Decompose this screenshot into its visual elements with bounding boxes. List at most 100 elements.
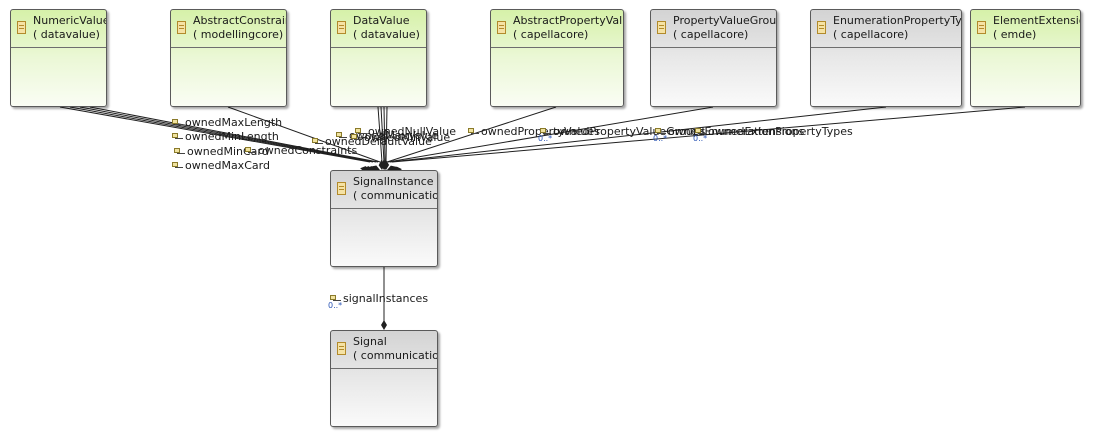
reference-icon <box>174 148 185 156</box>
class-icon <box>337 342 346 355</box>
association-role: ownedConstraints <box>258 144 358 157</box>
association-label: ownedNullValue <box>355 126 456 138</box>
class-package: ( communication) <box>353 189 438 202</box>
class-icon <box>337 182 346 195</box>
composition-diamond <box>370 165 380 172</box>
class-name: EnumerationPropertyType <box>833 14 962 27</box>
class-box-numericvalue[interactable]: NumericValue( datavalue) <box>10 9 107 107</box>
class-icon <box>977 21 986 34</box>
class-header: Signal( communication) <box>331 331 437 369</box>
multiplicity-label: 0..* <box>538 134 553 143</box>
association-line-ownedMinLength[interactable] <box>69 106 374 163</box>
composition-diamond <box>381 320 387 330</box>
association-line-ownedConstraints[interactable] <box>227 106 381 163</box>
association-label: ownedPropertyValueGroups <box>540 126 705 138</box>
class-package: ( modellingcore) <box>193 28 284 41</box>
class-name: PropertyValueGroup <box>673 14 777 27</box>
association-edges <box>59 106 1026 330</box>
reference-icon <box>540 128 551 136</box>
reference-icon <box>330 295 341 303</box>
association-label: signalInstances <box>330 293 428 305</box>
association-line-ownedEnumerationPropertyTypes[interactable] <box>389 106 887 163</box>
class-name: AbstractConstraint <box>193 14 287 27</box>
reference-icon <box>468 128 479 136</box>
association-line-ownedDefaultValue[interactable] <box>377 106 383 163</box>
association-line-ownedMinCard[interactable] <box>79 106 377 163</box>
class-header: SignalInstance( communication) <box>331 171 437 209</box>
multiplicity-label: 0..* <box>653 134 668 143</box>
class-package: ( capellacore) <box>833 28 909 41</box>
association-line-ownedPropertyValueGroups[interactable] <box>387 106 714 163</box>
class-box-elementextension[interactable]: ElementExtension( emde) <box>970 9 1081 107</box>
association-label: ownedMaxCard <box>172 160 270 172</box>
class-header: NumericValue( datavalue) <box>11 10 106 48</box>
reference-icon <box>172 133 183 141</box>
association-label: ownedMaxValue <box>336 130 438 142</box>
association-line-ownedPropertyValues[interactable] <box>386 106 557 163</box>
association-line-ownedNullValue[interactable] <box>385 106 388 163</box>
association-line-ownedExtensions[interactable] <box>391 106 1026 163</box>
class-package: ( capellacore) <box>513 28 589 41</box>
class-header: AbstractConstraint( modellingcore) <box>171 10 286 48</box>
association-line-ownedMaxCard[interactable] <box>89 106 379 163</box>
class-box-propertyvaluegroup[interactable]: PropertyValueGroup( capellacore) <box>650 9 777 107</box>
association-label: ownedMaxLength <box>172 117 282 129</box>
class-name: DataValue <box>353 14 410 27</box>
class-header: DataValue( datavalue) <box>331 10 426 48</box>
class-package: ( datavalue) <box>353 28 420 41</box>
class-box-abstractpropertyvalue[interactable]: AbstractPropertyValue( capellacore) <box>490 9 624 107</box>
class-package: ( communication) <box>353 349 438 362</box>
class-name: NumericValue <box>33 14 107 27</box>
class-package: ( capellacore) <box>673 28 749 41</box>
composition-diamond <box>383 160 390 170</box>
reference-icon <box>351 134 362 142</box>
association-label: ownedMinValue <box>351 132 450 144</box>
class-header: PropertyValueGroup( capellacore) <box>651 10 776 48</box>
association-role: ownedEnumerationPropertyTypes <box>668 125 853 138</box>
association-label: ownedEnumerationPropertyTypes <box>655 126 853 138</box>
association-role: signalInstances <box>343 292 429 305</box>
association-role: ownedMaxLength <box>185 116 283 129</box>
class-icon <box>177 21 186 34</box>
association-label: ownedConstraints <box>245 145 357 157</box>
class-icon <box>817 21 826 34</box>
association-role: ownedNullValue <box>368 125 456 138</box>
class-header: AbstractPropertyValue( capellacore) <box>491 10 623 48</box>
multiplicity-label: 0..* <box>693 134 708 143</box>
association-role: ownedPropertyValueGroups <box>553 125 706 138</box>
reference-icon <box>172 162 183 170</box>
reference-icon <box>245 147 256 155</box>
association-role: ownedMinLength <box>185 130 279 143</box>
class-package: ( datavalue) <box>33 28 100 41</box>
class-icon <box>497 21 506 34</box>
multiplicity-label: 0..* <box>328 301 343 310</box>
association-line-ownedMaxValue[interactable] <box>380 106 385 163</box>
reference-icon <box>695 128 706 136</box>
association-role: ownedExtensions <box>708 125 805 138</box>
reference-icon <box>355 128 366 136</box>
association-role: ownedMinValue <box>364 131 451 144</box>
class-box-signalinstance[interactable]: SignalInstance( communication) <box>330 170 438 267</box>
association-role: ownedMaxValue <box>349 129 439 142</box>
association-role: ownedMaxCard <box>185 159 270 172</box>
class-icon <box>17 21 26 34</box>
class-box-abstractconstraint[interactable]: AbstractConstraint( modellingcore) <box>170 9 287 107</box>
class-box-signal[interactable]: Signal( communication) <box>330 330 438 427</box>
class-icon <box>657 21 666 34</box>
class-icon <box>337 21 346 34</box>
class-box-datavalue[interactable]: DataValue( datavalue) <box>330 9 427 107</box>
association-line-ownedMinValue[interactable] <box>383 106 386 163</box>
class-header: EnumerationPropertyType( capellacore) <box>811 10 961 48</box>
reference-icon <box>312 138 323 146</box>
class-header: ElementExtension( emde) <box>971 10 1080 48</box>
class-name: AbstractPropertyValue <box>513 14 624 27</box>
class-name: ElementExtension <box>993 14 1080 27</box>
class-box-enumerationpropertytype[interactable]: EnumerationPropertyType( capellacore) <box>810 9 962 107</box>
class-package: ( emde) <box>993 28 1037 41</box>
reference-icon <box>655 128 666 136</box>
association-label: ownedMinLength <box>172 131 279 143</box>
class-name: SignalInstance <box>353 175 434 188</box>
association-line-ownedMaxLength[interactable] <box>59 106 371 163</box>
class-name: Signal <box>353 335 387 348</box>
